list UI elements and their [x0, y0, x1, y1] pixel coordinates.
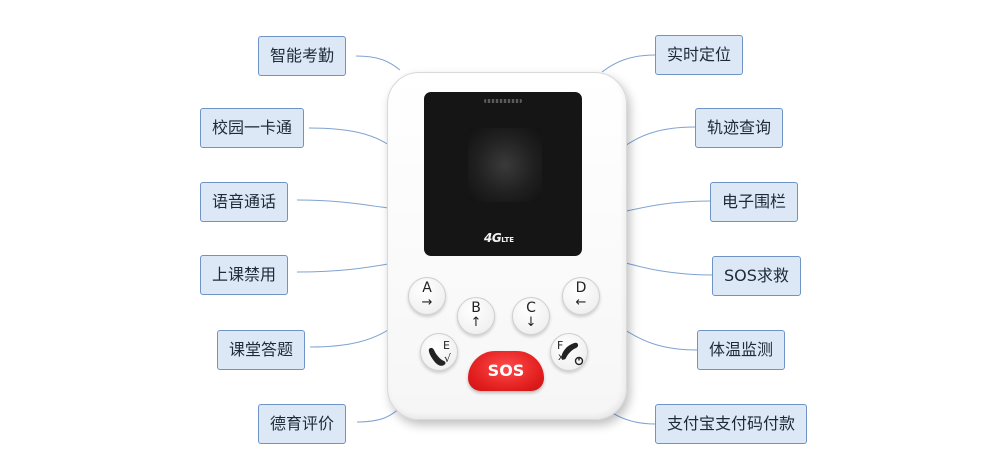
connector-right-4 — [621, 261, 713, 276]
phone-end-power-icon — [561, 342, 584, 366]
key-a-letter: A — [422, 280, 432, 296]
connector-right-3 — [621, 200, 711, 213]
speaker-grille — [484, 99, 522, 103]
key-b: B ↑ — [457, 297, 495, 335]
camera-lens — [468, 128, 542, 202]
sos-button: SOS — [468, 351, 544, 391]
connector-left-3 — [296, 199, 389, 209]
feature-label-voice-call: 语音通话 — [200, 182, 289, 222]
connector-right-2 — [621, 126, 696, 149]
connector-right-5 — [621, 327, 698, 351]
4g-lte-badge: 4GLTE — [484, 231, 514, 245]
connector-right-1 — [601, 54, 656, 73]
connector-left-1 — [355, 55, 401, 71]
key-a: A → — [408, 277, 446, 315]
feature-label-attendance: 智能考勤 — [258, 36, 347, 76]
down-arrow-icon: ↓ — [525, 315, 537, 330]
check-mark-icon: √ — [444, 352, 452, 365]
feature-label-sos-help: SOS求救 — [712, 256, 801, 296]
key-c: C ↓ — [512, 297, 550, 335]
key-d-letter: D — [575, 280, 587, 296]
feature-label-geofence: 电子围栏 — [710, 182, 799, 222]
badge-lte: LTE — [501, 236, 515, 244]
key-call-e: E √ — [420, 333, 458, 371]
feature-label-alipay-payment: 支付宝支付码付款 — [655, 404, 808, 444]
left-arrow-icon: ← — [575, 295, 587, 310]
connector-left-2 — [308, 127, 390, 146]
key-f-letter: F — [557, 339, 564, 352]
key-d: D ← — [562, 277, 600, 315]
feature-label-class-disable: 上课禁用 — [200, 255, 289, 295]
key-c-letter: C — [526, 300, 536, 316]
x-mark-icon: x — [558, 352, 564, 363]
connector-left-5 — [309, 329, 389, 348]
badge-4g: 4G — [484, 231, 502, 245]
phone-call-icon — [428, 347, 446, 366]
feature-label-temperature: 体温监测 — [697, 330, 786, 370]
right-arrow-icon: → — [421, 295, 433, 310]
feature-label-campus-card: 校园一卡通 — [200, 108, 305, 148]
key-end-f: F x — [550, 333, 588, 371]
feature-label-moral-evaluation: 德育评价 — [258, 404, 347, 444]
up-arrow-icon: ↑ — [470, 315, 482, 330]
feature-label-class-answer: 课堂答题 — [217, 330, 306, 370]
device-screen: 4GLTE — [424, 92, 582, 256]
feature-label-realtime-location: 实时定位 — [655, 35, 744, 75]
connector-left-4 — [296, 263, 389, 273]
key-e-letter: E — [443, 339, 450, 352]
feature-label-track-query: 轨迹查询 — [695, 108, 784, 148]
key-b-letter: B — [471, 300, 481, 316]
student-card-device: 4GLTE A → B ↑ C ↓ D ← E √ — [387, 72, 627, 420]
